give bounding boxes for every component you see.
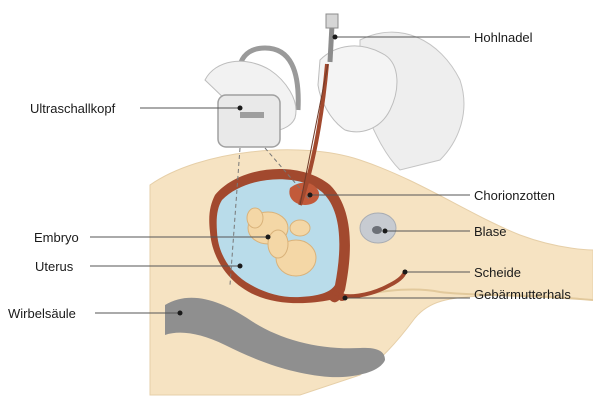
label-uterus: Uterus	[35, 260, 73, 273]
label-spine: Wirbelsäule	[8, 307, 76, 320]
label-chorion: Chorionzotten	[474, 189, 555, 202]
ultrasound-probe	[218, 95, 280, 147]
label-probe: Ultraschallkopf	[30, 102, 115, 115]
label-vagina: Scheide	[474, 266, 521, 279]
label-needle: Hohlnadel	[474, 31, 533, 44]
label-cervix: Gebärmutterhals	[474, 288, 571, 301]
label-bladder: Blase	[474, 225, 507, 238]
label-embryo: Embryo	[34, 231, 79, 244]
